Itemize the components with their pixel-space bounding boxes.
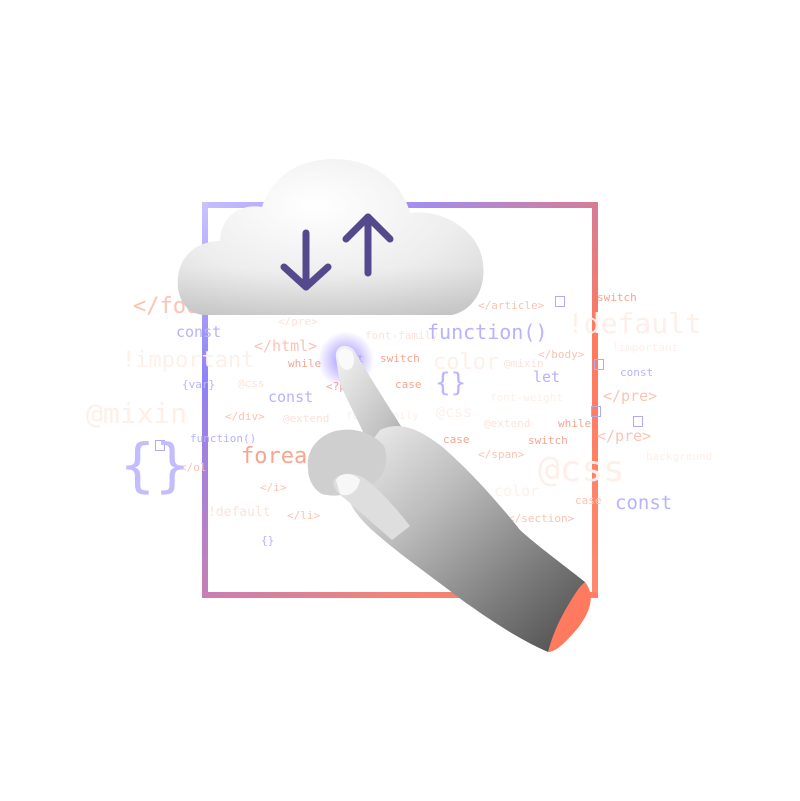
code-word: forea — [241, 444, 308, 469]
square-outline-icon — [633, 416, 643, 427]
code-word: </div> — [225, 410, 265, 423]
code-word: color — [494, 482, 540, 500]
touch-glow — [318, 332, 374, 388]
square-outline-icon — [591, 406, 601, 417]
code-word: </section> — [508, 512, 575, 525]
code-word: !important — [612, 341, 679, 354]
code-word: case — [443, 433, 470, 446]
code-word: {} — [261, 534, 275, 547]
code-word: </article> — [478, 299, 545, 312]
code-word: @extend — [484, 417, 531, 430]
code-word: let — [533, 368, 561, 386]
small-braces-icon: {} — [435, 368, 467, 398]
code-word: @css — [538, 449, 625, 490]
code-word: switch — [597, 291, 637, 304]
code-word: </body> — [538, 348, 585, 361]
code-word: font-weight — [490, 391, 563, 404]
code-word: @css — [238, 377, 265, 390]
code-word: </pre> — [603, 387, 658, 405]
code-word: const — [268, 388, 314, 406]
code-word: case — [575, 494, 602, 507]
code-word: @extend — [283, 412, 330, 425]
code-word: while — [558, 417, 592, 430]
square-outline-icon — [594, 359, 604, 370]
curly-braces-icon: {} — [120, 431, 190, 499]
code-word: !important — [122, 348, 255, 373]
code-word: switch — [380, 352, 420, 365]
code-word: font-family — [365, 329, 438, 342]
code-word: @mixin — [504, 357, 544, 370]
code-word: </li> — [287, 509, 321, 522]
code-word: const — [620, 366, 654, 379]
code-word: </pre> — [597, 427, 652, 445]
code-word: </pre> — [278, 315, 318, 328]
code-word: background — [646, 450, 713, 463]
code-word: @mixin — [86, 397, 188, 430]
code-word: function() — [190, 432, 257, 445]
code-word: </html> — [254, 337, 318, 355]
code-word: @css — [436, 403, 473, 421]
square-outline-icon — [555, 296, 565, 307]
code-word: !default — [567, 307, 702, 340]
code-word: </span> — [478, 448, 525, 461]
code-word: </i> — [260, 481, 287, 494]
square-outline-icon — [155, 440, 165, 451]
cloud-icon — [177, 159, 484, 315]
code-word: color — [433, 350, 500, 375]
code-word: {var} — [182, 378, 216, 391]
code-word: const — [176, 323, 222, 341]
code-word: switch — [528, 434, 568, 447]
code-word: case — [395, 378, 422, 391]
code-word: font-family — [346, 409, 419, 422]
arrow-up-down-icon — [280, 213, 394, 291]
code-word: </ol — [180, 461, 207, 474]
code-word: while — [288, 357, 322, 370]
code-word: function() — [427, 320, 548, 344]
code-word: const — [615, 492, 673, 514]
code-word: !default — [208, 505, 271, 520]
